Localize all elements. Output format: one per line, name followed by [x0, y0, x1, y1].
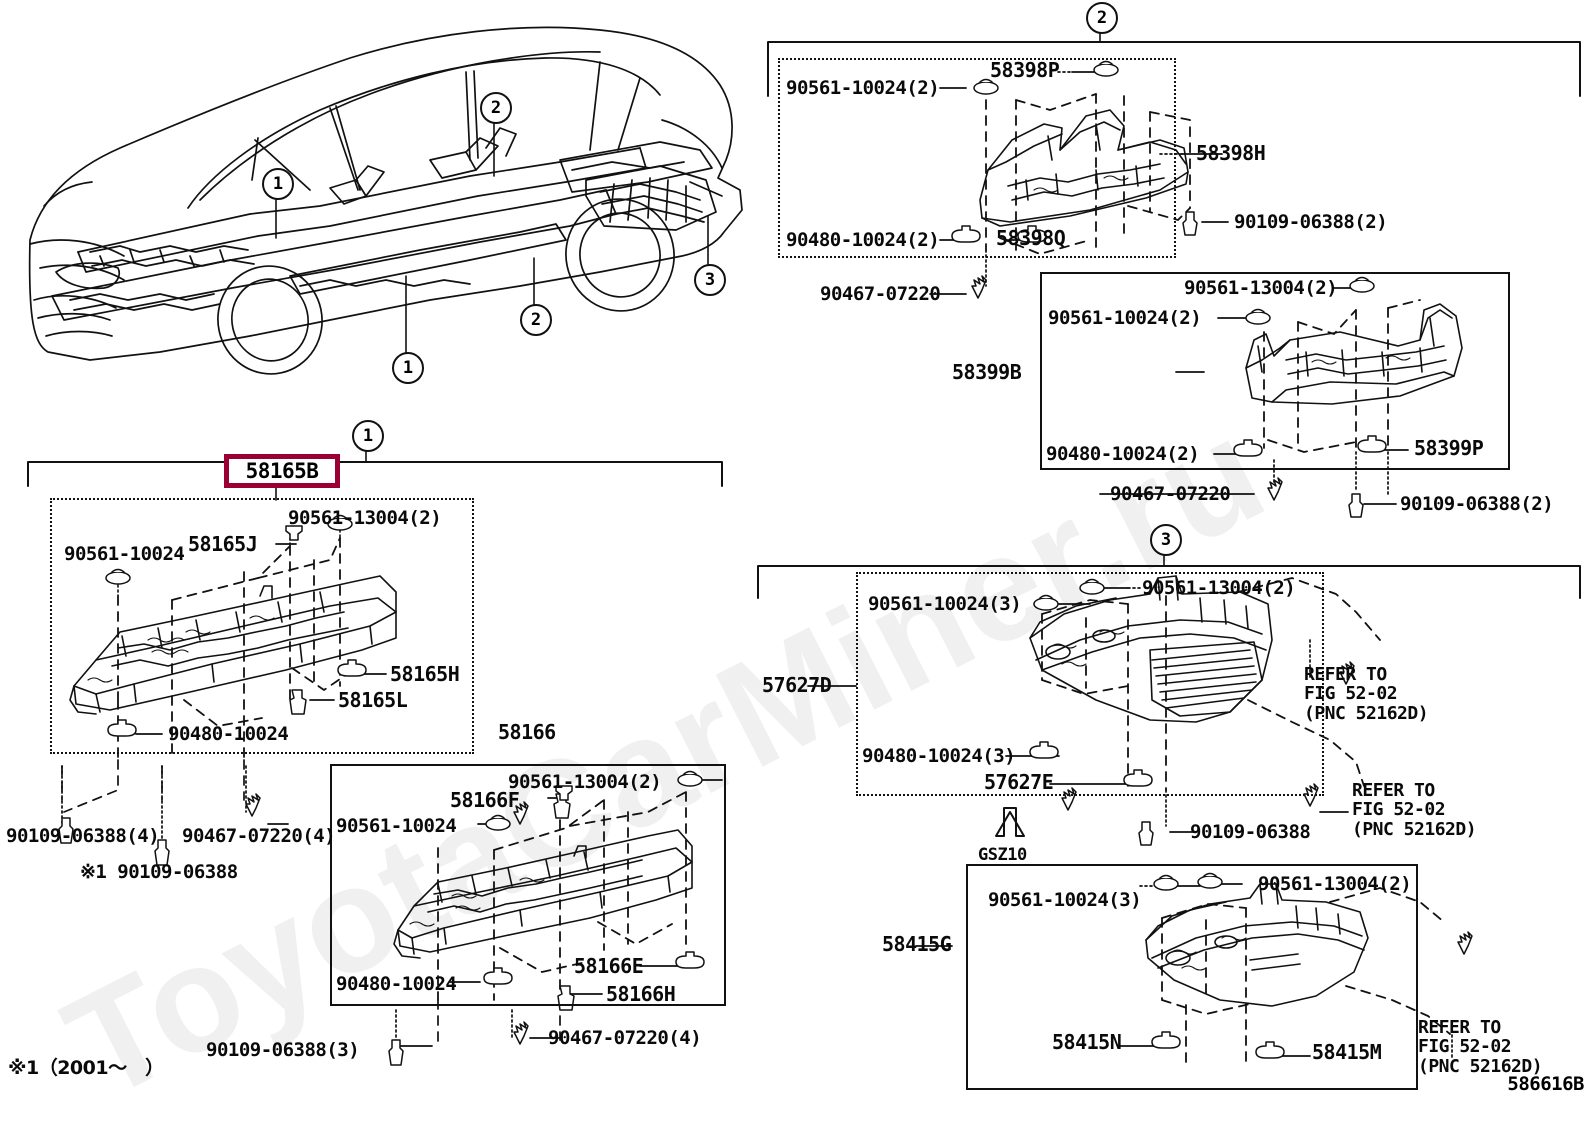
label-90467-07220-58398: 90467-07220 — [820, 283, 941, 305]
label-90480-10024-58165: 90480-10024 — [168, 723, 289, 745]
part-58399B-dashed-guides — [1263, 299, 1421, 453]
label-gsz10: GSZ10 — [978, 845, 1027, 865]
vehicle-callout-2b: 2 — [520, 304, 552, 336]
panel-58165-box — [50, 498, 474, 754]
label-90561-10024-2-58398: 90561-10024(2) — [786, 77, 940, 99]
label-58166F: 58166F — [450, 788, 520, 812]
gsz10-arrow — [995, 807, 1025, 837]
panel-57627-box — [856, 572, 1324, 796]
part-58166-illustration — [393, 829, 693, 959]
panel-58415-box — [966, 864, 1418, 1090]
part-57627D-dashed-guides — [1041, 577, 1381, 791]
highlight-part-number: 58165B — [245, 459, 319, 483]
refer-to-fig-52-02-a: REFER TO FIG 52-02 (PNC 52162D) — [1304, 664, 1429, 724]
group1-callout: 1 — [352, 420, 384, 452]
panel-58166-box — [330, 764, 726, 1006]
vehicle-callout-1a: 1 — [262, 168, 294, 200]
part-58165B-illustration — [69, 575, 397, 715]
fastener-glyphs — [58, 60, 1473, 1066]
diagram-code: 586616B — [1507, 1073, 1584, 1095]
highlighted-part-58165B[interactable]: 58165B — [224, 454, 340, 488]
group2-callout: 2 — [1086, 2, 1118, 34]
part-58415G-dashed-guides — [1161, 887, 1451, 1063]
vehicle-callout-1b: 1 — [392, 352, 424, 384]
label-90480-10024-2-58399: 90480-10024(2) — [1046, 443, 1200, 465]
label-58398Q: 58398Q — [996, 226, 1066, 250]
label-90561-10024-2-58399: 90561-10024(2) — [1048, 307, 1202, 329]
label-90109-06388-3: 90109-06388(3) — [206, 1039, 360, 1061]
label-90467-07220-4: 90467-07220(4) — [182, 825, 336, 847]
label-90109-06388-4: 90109-06388(4) — [6, 825, 160, 847]
parts-diagram-canvas: ToyotaCarMiner.ru — [6, 2, 1584, 1131]
label-58415N: 58415N — [1052, 1030, 1122, 1054]
group1-bracket — [27, 447, 723, 501]
label-58398H: 58398H — [1196, 141, 1266, 165]
label-90561-13004-2-58415: 90561-13004(2) — [1258, 873, 1412, 895]
label-58399P: 58399P — [1414, 436, 1484, 460]
refer-to-fig-52-02-c: REFER TO FIG 52-02 (PNC 52162D) — [1418, 1017, 1543, 1077]
refer-to-fig-52-02-b: REFER TO FIG 52-02 (PNC 52162D) — [1352, 780, 1477, 840]
vehicle-callout-3: 3 — [694, 264, 726, 296]
label-90561-10024-58166: 90561-10024 — [336, 815, 457, 837]
diagram-linework — [27, 26, 1581, 1066]
label-90561-13004-58165: 90561-13004(2) — [288, 507, 442, 529]
label-58398P: 58398P — [990, 58, 1060, 82]
panel-title-58166: 58166 — [498, 720, 556, 744]
footnote-note1: ※1（2001～ ） — [8, 1057, 164, 1079]
panel-title-58415G: 58415G — [882, 932, 952, 956]
part-58415G-illustration — [1145, 883, 1369, 1007]
panel-title-58399B: 58399B — [952, 360, 1022, 384]
label-90109-06388-2-58399: 90109-06388(2) — [1400, 493, 1554, 515]
label-58415M: 58415M — [1312, 1040, 1382, 1064]
vehicle-illustration — [28, 26, 743, 375]
label-90109-06388-note: ※1 90109-06388 — [80, 861, 238, 883]
vehicle-callout-2a: 2 — [480, 92, 512, 124]
label-90561-13004-58166: 90561-13004(2) — [508, 771, 662, 793]
label-57627E: 57627E — [984, 770, 1054, 794]
label-90561-10024-3-57627: 90561-10024(3) — [868, 593, 1022, 615]
label-58166E: 58166E — [574, 954, 644, 978]
panel-title-57627D: 57627D — [762, 673, 832, 697]
part-58166-dashed-guides — [437, 791, 687, 1001]
label-90109-06388-57627: 90109-06388 — [1190, 821, 1311, 843]
panel-58398-box — [778, 58, 1176, 258]
label-90561-10024-3-58415: 90561-10024(3) — [988, 889, 1142, 911]
label-90480-10024-2-58398: 90480-10024(2) — [786, 229, 940, 251]
label-58165J: 58165J — [188, 532, 258, 556]
label-90480-10024-3-57627: 90480-10024(3) — [862, 745, 1016, 767]
label-58165L: 58165L — [338, 688, 408, 712]
panel-58399-box — [1040, 272, 1510, 470]
label-58166H: 58166H — [606, 982, 676, 1006]
label-90561-10024-58165: 90561-10024 — [64, 543, 185, 565]
label-90561-13004-2-58399: 90561-13004(2) — [1184, 277, 1338, 299]
label-90561-13004-2-57627: 90561-13004(2) — [1142, 577, 1296, 599]
label-90467-07220-58399: 90467-07220 — [1110, 483, 1231, 505]
label-90109-06388-2-58398: 90109-06388(2) — [1234, 211, 1388, 233]
group2-bracket — [767, 27, 1581, 97]
group3-callout: 3 — [1150, 524, 1182, 556]
label-90480-10024-58166: 90480-10024 — [336, 973, 457, 995]
part-57627D-illustration — [1029, 575, 1273, 723]
label-58165H: 58165H — [390, 662, 460, 686]
label-90467-07220-4b: 90467-07220(4) — [548, 1027, 702, 1049]
